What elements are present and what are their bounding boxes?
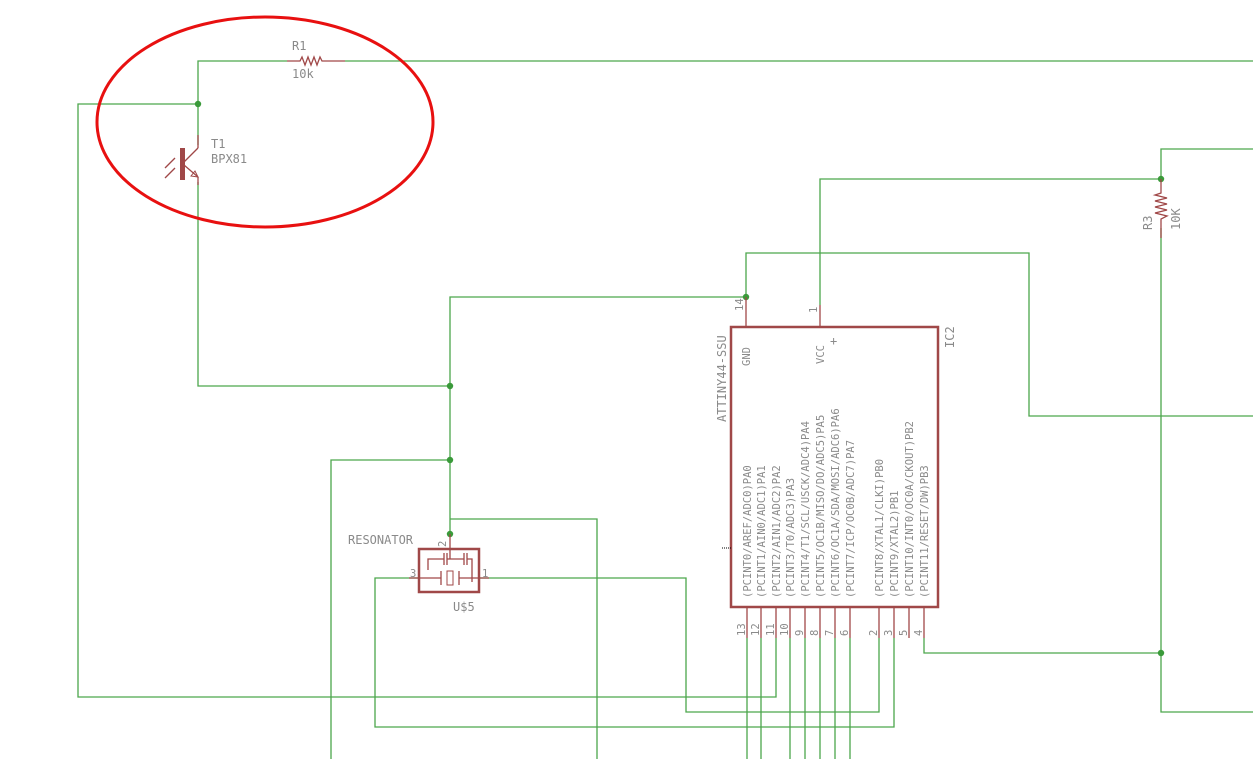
- highlight-ellipse: [95, 15, 435, 229]
- ic2-ref: IC2: [943, 326, 957, 348]
- resonator-name: RESONATOR: [348, 533, 414, 547]
- pin-number: 3: [410, 568, 416, 580]
- pin-number: 5: [898, 630, 910, 636]
- pin-number: 2: [437, 541, 449, 547]
- pin-label: VCC: [815, 345, 827, 364]
- pin-label: (PCINT2/AIN1/ADC2)PA2: [771, 465, 783, 598]
- wires: [77, 60, 1253, 759]
- pin-number: 10: [779, 623, 791, 636]
- pin-label: (PCINT4/T1/SCL/USCK/ADC4)PA4: [800, 421, 812, 598]
- pin-label: (PCINT7/ICP/OC0B/ADC7)PA7: [845, 440, 857, 598]
- resistor-r1[interactable]: R1 10k: [287, 39, 345, 81]
- pin-number: 14: [734, 298, 746, 311]
- pin-label: (PCINT0/AREF/ADC0)PA0: [742, 465, 754, 598]
- pin-number: 12: [750, 623, 762, 636]
- pin-label: (PCINT8/XTAL1/CLKI)PB0: [874, 459, 886, 598]
- light-arrow-icon: [164, 167, 176, 179]
- light-arrow-icon: [164, 157, 176, 169]
- pin-number: 11: [765, 623, 777, 636]
- r3-name: R3: [1141, 216, 1155, 230]
- pin-number: 6: [839, 630, 851, 636]
- vcc-plus-mark: +: [830, 334, 837, 348]
- t1-name: T1: [211, 137, 225, 151]
- pin-number: 7: [824, 630, 836, 636]
- junctions: [194, 100, 1165, 657]
- pin-label: (PCINT3/T0/ADC3)PA3: [785, 478, 797, 598]
- r1-name: R1: [292, 39, 306, 53]
- pin-label: (PCINT9/XTAL2)PB1: [889, 491, 901, 598]
- r3-value: 10K: [1169, 208, 1183, 230]
- resonator-u5[interactable]: RESONATOR U$5 2 3 1: [348, 533, 489, 614]
- pin-label: (PCINT6/OC1A/SDA/MOSI/ADC6)PA6: [830, 408, 842, 598]
- pin-number: 1: [808, 307, 820, 313]
- resistor-r3[interactable]: R3 10K: [1141, 179, 1183, 238]
- t1-value: BPX81: [211, 152, 247, 166]
- pin-label: (PCINT5/OC1B/MISO/DO/ADC5)PA5: [815, 415, 827, 598]
- pin-number: 1: [482, 568, 488, 580]
- pin-number: 9: [794, 630, 806, 636]
- pin-number: 2: [868, 630, 880, 636]
- pin-label: (PCINT11/RESET/DW)PB3: [919, 465, 931, 598]
- resonator-ref: U$5: [453, 600, 475, 614]
- pin-label: (PCINT1/AIN0/ADC1)PA1: [756, 465, 768, 598]
- pin-number: 4: [913, 630, 925, 636]
- pin-number: 8: [809, 630, 821, 636]
- pin-label: (PCINT10/INT0/OC0A/CKOUT)PB2: [904, 421, 916, 598]
- ic2-part: ATTINY44-SSU: [715, 335, 729, 422]
- ic2-attiny44[interactable]: 14 1 GND VCC + ATTINY44-SSU IC2 13 (PCINT…: [715, 297, 957, 638]
- phototransistor-t1[interactable]: T1 BPX81: [164, 135, 247, 185]
- pin-number: 13: [736, 623, 748, 636]
- pin-number: 3: [883, 630, 895, 636]
- pin-label: GND: [741, 347, 753, 366]
- r1-value: 10k: [292, 67, 314, 81]
